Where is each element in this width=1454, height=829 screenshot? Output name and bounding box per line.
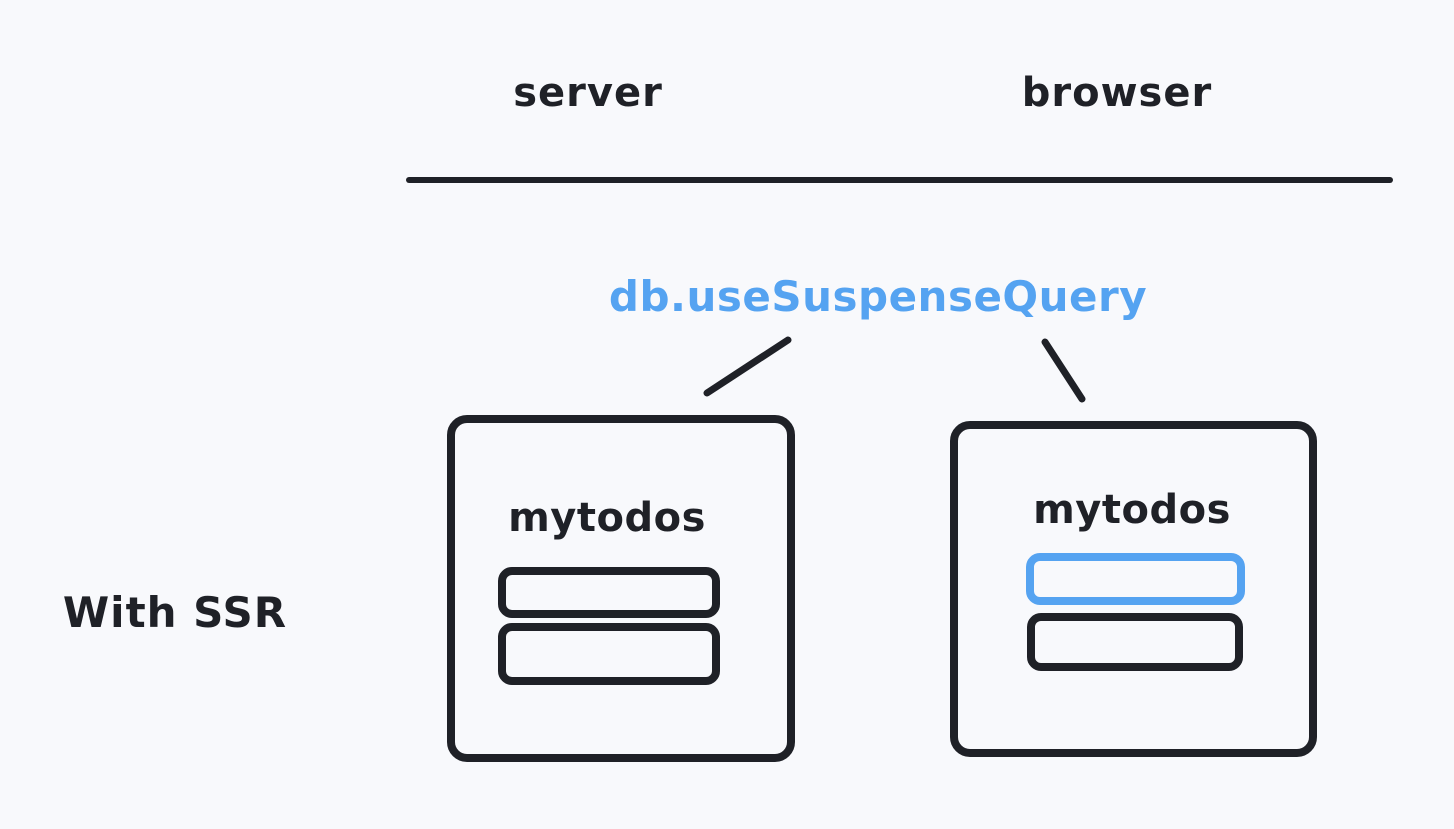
method-label: db.useSuspenseQuery xyxy=(608,272,1148,321)
connector-right-line xyxy=(1041,338,1086,403)
browser-todo-item-highlighted xyxy=(1026,553,1245,605)
row-label-with-ssr: With SSR xyxy=(62,588,288,637)
browser-todo-item xyxy=(1027,613,1243,671)
connector-left-line xyxy=(703,336,792,397)
server-store-box: mytodos xyxy=(447,415,795,762)
server-todo-item xyxy=(498,567,720,618)
browser-store-title: mytodos xyxy=(1033,487,1231,533)
server-store-title: mytodos xyxy=(508,495,706,541)
browser-store-box: mytodos xyxy=(950,421,1317,757)
server-todo-item xyxy=(498,623,720,685)
browser-column-label: browser xyxy=(1021,70,1213,116)
header-divider-line xyxy=(406,177,1393,183)
server-column-label: server xyxy=(513,70,663,116)
